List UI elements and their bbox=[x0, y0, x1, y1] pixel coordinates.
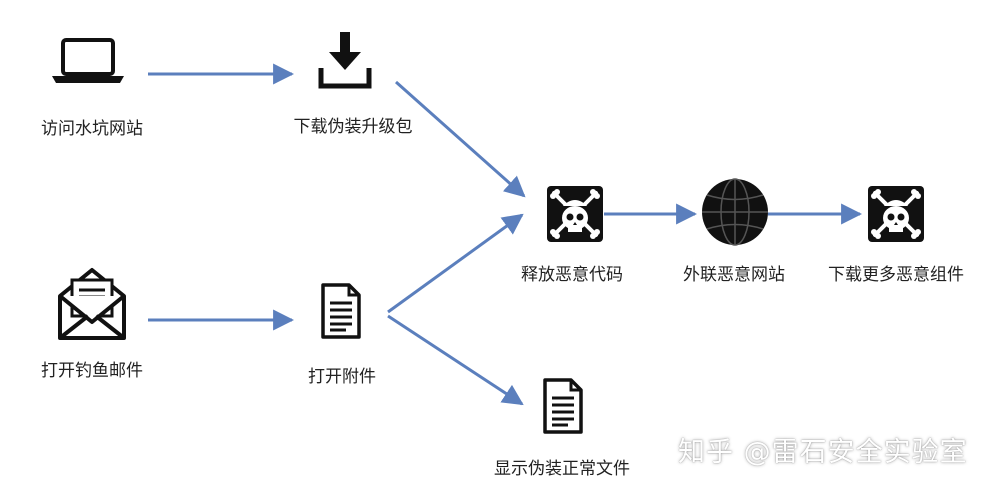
node-label-visit: 访问水坑网站 bbox=[41, 119, 143, 139]
document-icon bbox=[321, 283, 361, 339]
node-label-show: 显示伪装正常文件 bbox=[494, 459, 630, 479]
download-icon bbox=[318, 32, 372, 89]
arrow-attach-to-release bbox=[387, 213, 524, 314]
node-label-release: 释放恶意代码 bbox=[521, 265, 623, 285]
node-label-phish: 打开钓鱼邮件 bbox=[41, 361, 143, 381]
watermark: 知乎 @雷石安全实验室 bbox=[678, 437, 968, 468]
document-icon bbox=[543, 378, 583, 434]
globe-icon bbox=[702, 178, 768, 246]
node-label-download: 下载伪装升级包 bbox=[293, 117, 413, 137]
skull-crossbones-icon bbox=[545, 184, 605, 244]
node-label-connect: 外联恶意网站 bbox=[683, 265, 785, 285]
open-envelope-icon bbox=[58, 268, 126, 340]
arrow-download-to-release bbox=[395, 80, 526, 198]
node-label-more: 下载更多恶意组件 bbox=[828, 265, 964, 285]
node-label-attach: 打开附件 bbox=[308, 367, 376, 387]
laptop-icon bbox=[52, 38, 124, 83]
skull-crossbones-icon bbox=[866, 184, 926, 244]
arrow-attach-to-show bbox=[387, 314, 524, 406]
